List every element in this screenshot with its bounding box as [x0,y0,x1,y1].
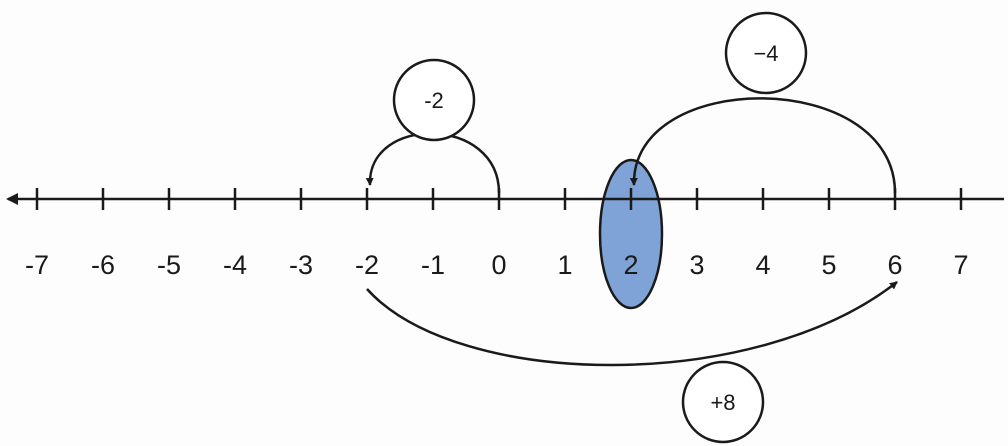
tick-label-group: -7 -6 -5 -4 -3 -2 -1 0 1 2 3 4 5 6 7 [25,250,969,280]
bubble-circle [681,360,765,444]
tick-label: -5 [157,250,181,280]
tick-label: 3 [689,250,704,280]
tick-group [35,188,963,210]
tick-label: -4 [223,250,247,280]
jump-arc-minus-4 [629,97,897,194]
jump-bubble-minus-2: -2 [392,58,476,142]
tick-label: -7 [25,250,49,280]
highlight-ellipse [598,158,664,310]
tick-label: 5 [821,250,836,280]
tick-label: 4 [755,250,770,280]
jump-label-minus-4: −4 [753,41,778,66]
jump-arc-minus-2 [365,132,501,194]
tick-label: -3 [289,250,313,280]
jump-bubble-plus-8: +8 [681,360,765,444]
tick-label: -2 [355,250,379,280]
bubble-circle [392,58,476,142]
jump-arc-plus-8 [366,281,898,367]
tick-label: -1 [421,250,445,280]
tick-label: -6 [91,250,115,280]
tick-label: 6 [887,250,902,280]
tick-label: 7 [953,250,968,280]
tick-label: 1 [557,250,572,280]
bubble-circle [724,11,808,95]
tick-label: 0 [491,250,506,280]
jump-label-plus-8: +8 [710,390,735,415]
axis-left-arrow-icon [6,193,18,205]
jump-bubble-minus-4: −4 [724,11,808,95]
jump-label-minus-2: -2 [424,88,444,113]
tick-label: 2 [623,250,638,280]
